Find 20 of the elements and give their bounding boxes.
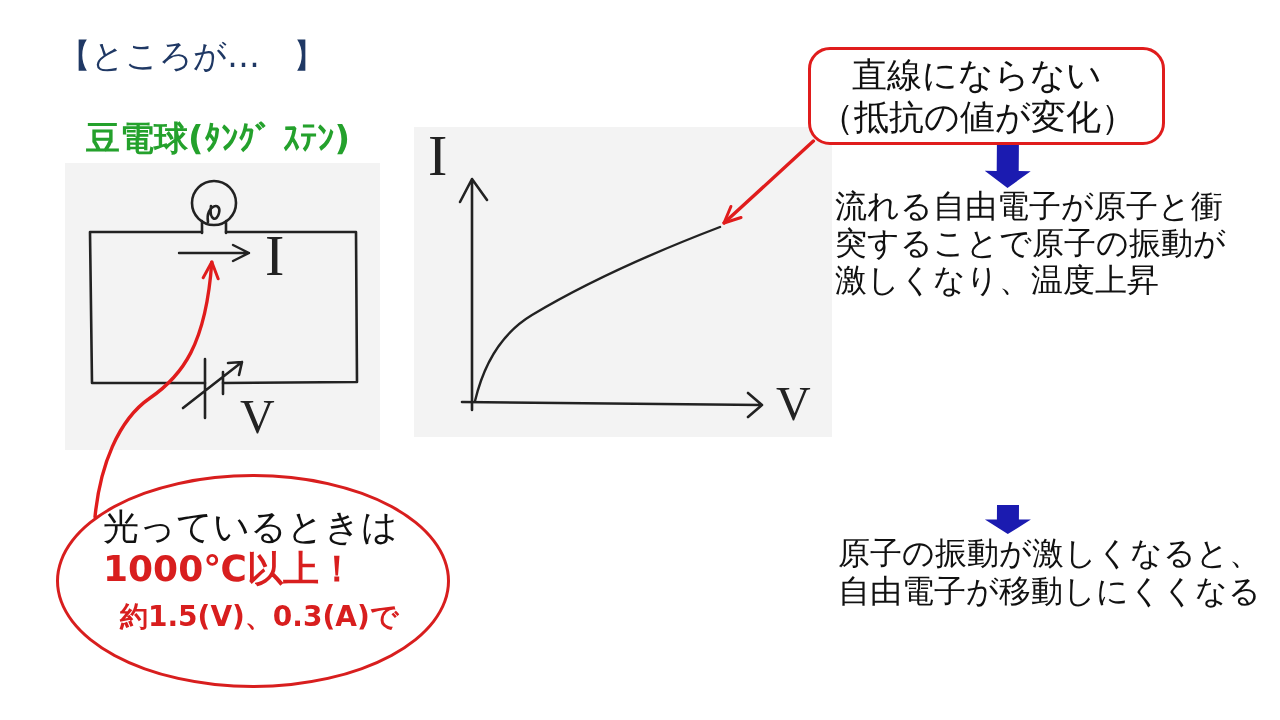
- callout-ellipse: [56, 474, 450, 688]
- leader-arrow: [722, 139, 816, 225]
- current-arrow: [178, 244, 250, 262]
- condition-text: 約1.5(V)、0.3(A)で: [120, 599, 399, 635]
- slide-title: 【ところが… 】: [58, 36, 326, 76]
- explanation-text: 流れる自由電子が原子と衝突することで原子の振動が激しくなり、温度上昇: [835, 188, 1227, 299]
- block-arrow: [984, 504, 1031, 534]
- callout-text: 光っているときは: [103, 506, 398, 548]
- x-axis-label: V: [776, 378, 811, 431]
- block-arrow: [984, 144, 1031, 188]
- circuit-title: 豆電球(ﾀﾝｸﾞ ｽﾃﾝ): [86, 120, 350, 158]
- leader-arrow: [93, 260, 220, 519]
- voltage-label: V: [240, 391, 275, 444]
- callout-text: 直線にならない（抵抗の値が変化）: [817, 54, 1137, 138]
- explanation-text: 原子の振動が激しくなると、自由電子が移動しにくくなる: [838, 534, 1278, 610]
- y-axis-label: I: [428, 124, 448, 188]
- callout-box: [808, 47, 1165, 145]
- temperature-text: 1000℃以上！: [103, 548, 355, 590]
- current-label: I: [265, 224, 285, 288]
- i-v-curve: [472, 223, 724, 404]
